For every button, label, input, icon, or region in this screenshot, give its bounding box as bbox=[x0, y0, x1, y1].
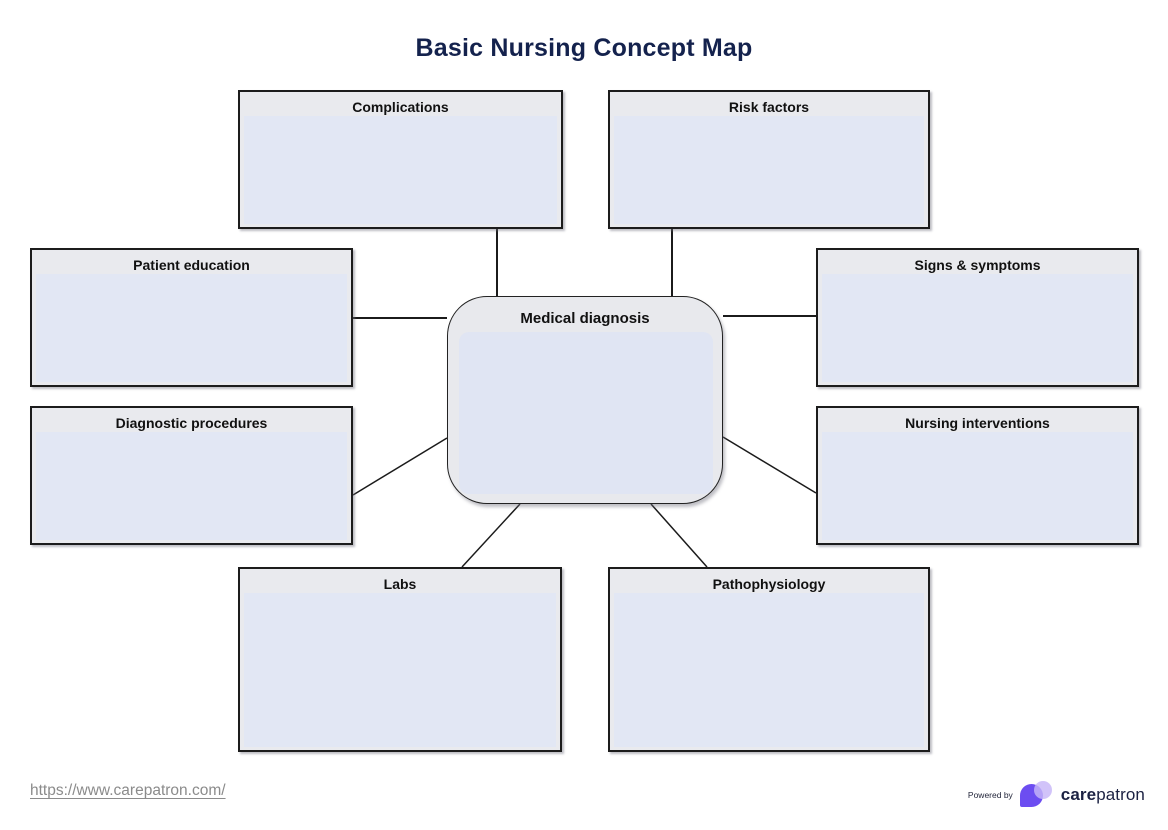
node-label: Signs & symptoms bbox=[914, 257, 1041, 273]
node-empty-field bbox=[244, 116, 557, 224]
node-label: Patient education bbox=[133, 257, 250, 273]
carepatron-logo-icon bbox=[1019, 781, 1054, 809]
node-label: Diagnostic procedures bbox=[115, 415, 268, 431]
page-title: Basic Nursing Concept Map bbox=[415, 34, 753, 62]
node-patient-education: Patient education bbox=[30, 248, 353, 387]
node-labs: Labs bbox=[238, 567, 562, 752]
node-label: Medical diagnosis bbox=[520, 310, 650, 327]
node-empty-field bbox=[614, 593, 924, 747]
node-empty-field bbox=[36, 274, 347, 382]
node-empty-field bbox=[459, 332, 713, 494]
powered-by-label: Powered by bbox=[967, 790, 1013, 800]
node-nursing-interventions: Nursing interventions bbox=[816, 406, 1139, 545]
node-label: Nursing interventions bbox=[905, 415, 1050, 431]
node-label: Risk factors bbox=[728, 99, 810, 115]
carepatron-url-link[interactable]: https://www.carepatron.com/ bbox=[30, 782, 226, 799]
node-complications: Complications bbox=[238, 90, 563, 229]
wordmark-care: care bbox=[1060, 785, 1097, 804]
node-empty-field bbox=[36, 432, 347, 540]
powered-by-badge: Powered by carepatron bbox=[968, 781, 1145, 809]
node-empty-field bbox=[822, 432, 1133, 540]
node-label: Labs bbox=[383, 576, 417, 592]
logo-bubble-light bbox=[1033, 781, 1052, 799]
node-empty-field bbox=[822, 274, 1133, 382]
wordmark-patron: patron bbox=[1096, 785, 1145, 804]
node-risk-factors: Risk factors bbox=[608, 90, 930, 229]
node-label: Complications bbox=[352, 99, 449, 115]
node-empty-field bbox=[244, 593, 556, 747]
node-empty-field bbox=[614, 116, 924, 224]
node-signs-symptoms: Signs & symptoms bbox=[816, 248, 1139, 387]
node-diagnostic-procedures: Diagnostic procedures bbox=[30, 406, 353, 545]
carepatron-wordmark: carepatron bbox=[1061, 785, 1145, 805]
node-label: Pathophysiology bbox=[712, 576, 826, 592]
node-medical-diagnosis: Medical diagnosis bbox=[447, 296, 723, 504]
node-pathophysiology: Pathophysiology bbox=[608, 567, 930, 752]
